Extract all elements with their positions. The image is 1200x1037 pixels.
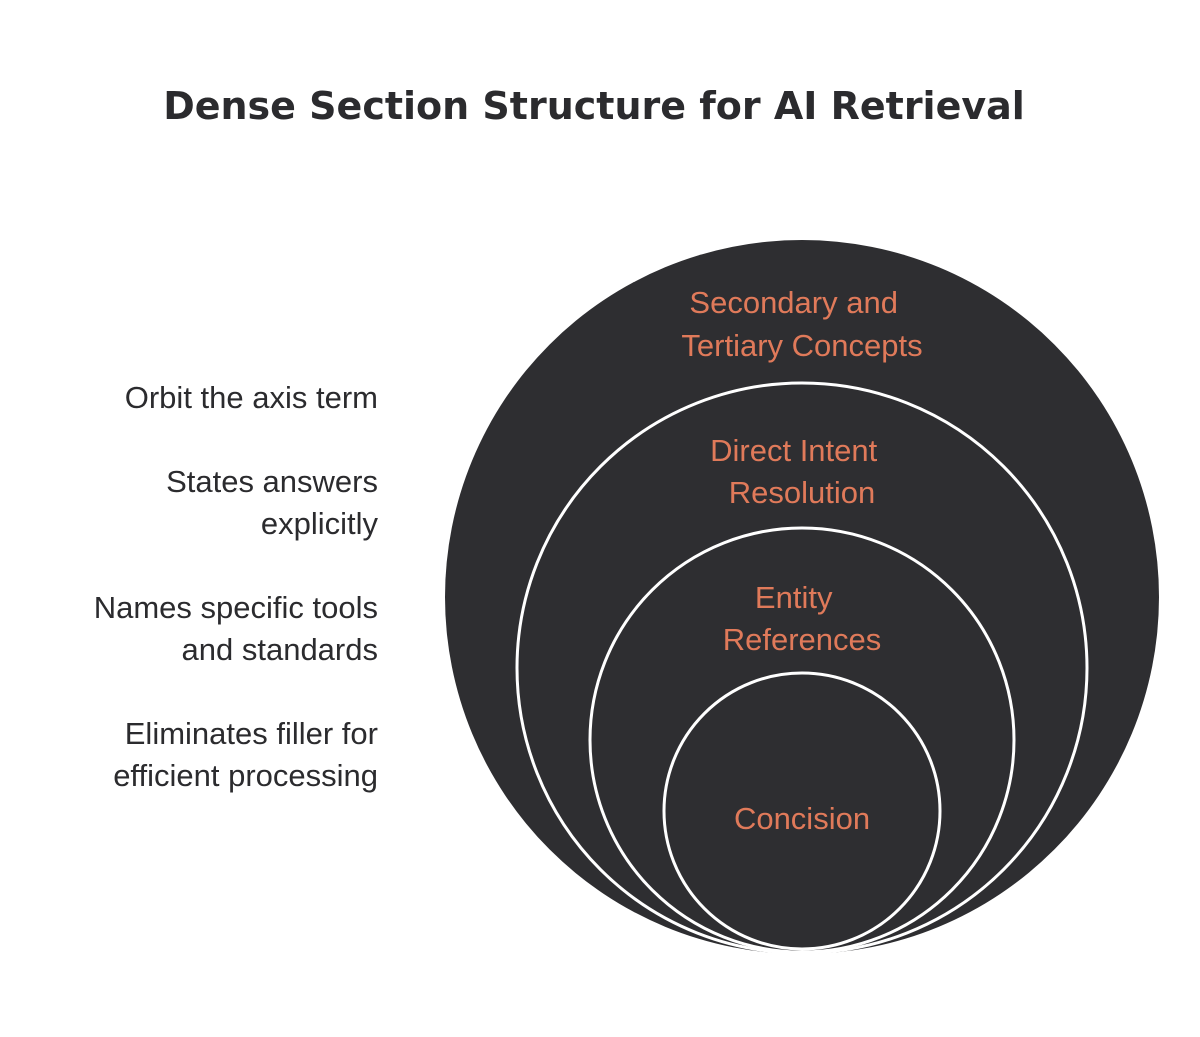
diagram-title: Dense Section Structure for AI Retrieval — [163, 84, 1025, 128]
side-label-axis-term: Orbit the axis term — [124, 380, 378, 415]
side-label-states-answers: States answers explicitly — [166, 464, 378, 541]
circle-label-concision: Concision — [734, 801, 870, 836]
circle-label-line: References — [723, 622, 882, 657]
circle-label-line: Tertiary Concepts — [681, 328, 922, 363]
circle-label-entity: Entity References — [723, 580, 882, 657]
circle-label-line: Secondary and — [689, 285, 898, 320]
circle-label-line: Resolution — [729, 475, 875, 510]
side-label-names-tools: Names specific tools and standards — [93, 590, 378, 667]
circle-label-line: Direct Intent — [710, 433, 878, 468]
circle-concision — [662, 671, 942, 951]
circle-label-line: Entity — [755, 580, 833, 615]
side-label-eliminates-filler: Eliminates filler for efficient processi… — [113, 716, 378, 793]
circle-label-direct-intent: Direct Intent Resolution — [710, 433, 886, 510]
circle-label-line: Concision — [734, 801, 870, 836]
circle-label-secondary: Secondary and Tertiary Concepts — [681, 285, 922, 363]
